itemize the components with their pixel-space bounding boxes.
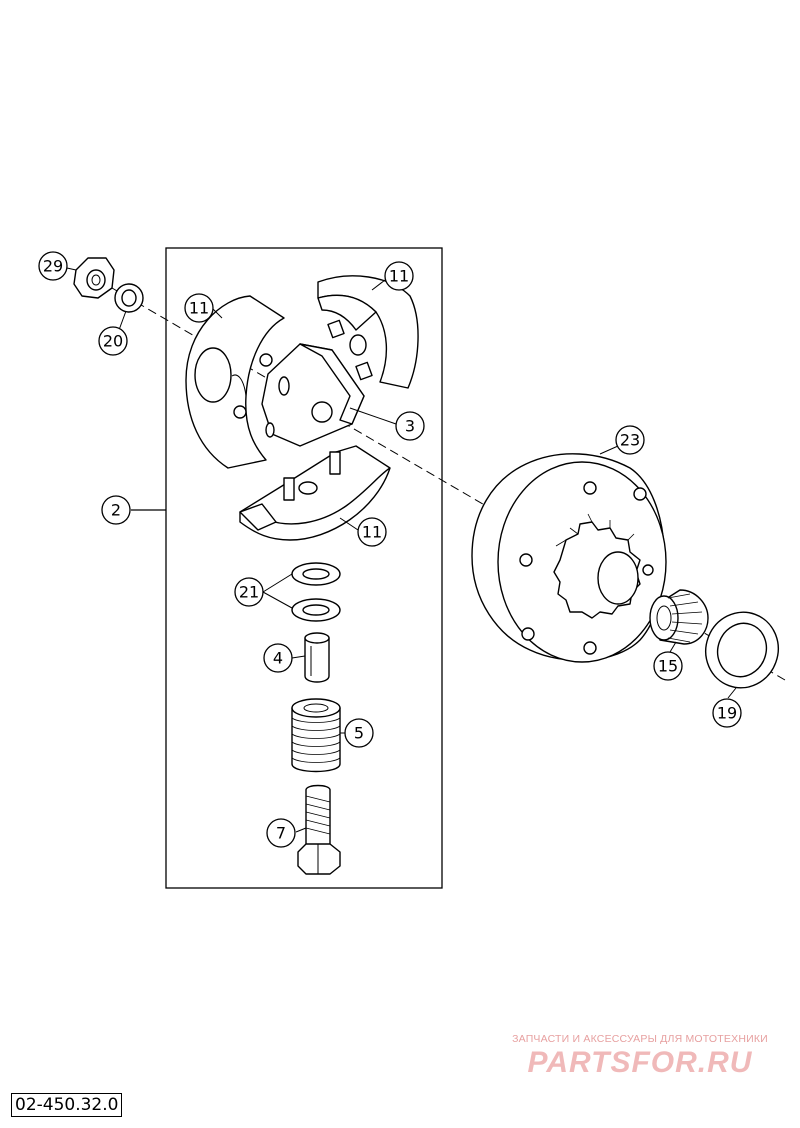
callout-15: 15 <box>653 651 683 681</box>
callout-21: 21 <box>234 577 264 607</box>
washer-part-19 <box>705 611 779 689</box>
clutch-shoe-bottom <box>239 445 391 541</box>
callout-19: 19 <box>712 698 742 728</box>
callout-4-label: 4 <box>273 649 283 668</box>
washer-part-21 <box>291 562 341 622</box>
sleeve-part <box>304 632 330 683</box>
callout-4: 4 <box>263 643 293 673</box>
callout-3: 3 <box>395 411 425 441</box>
callout-11-top-label: 11 <box>389 267 409 286</box>
callout-7: 7 <box>266 818 296 848</box>
leader-lines <box>66 267 737 833</box>
callout-7-label: 7 <box>276 824 286 843</box>
washer-part-20 <box>114 283 144 313</box>
callout-2: 2 <box>101 495 131 525</box>
callout-11-left: 11 <box>184 293 214 323</box>
watermark-brand: PARTSFOR.RU <box>527 1046 753 1079</box>
clutch-drum-part <box>471 453 667 663</box>
assembly-frame <box>165 247 443 889</box>
diagram-code-label: 02-450.32.0 <box>11 1093 123 1117</box>
watermark: ЗАПЧАСТИ И АКСЕССУАРЫ ДЛЯ МОТОТЕХНИКИ PA… <box>485 1033 795 1079</box>
callout-23: 23 <box>615 425 645 455</box>
callout-29: 29 <box>38 251 68 281</box>
clutch-shoe-top-right <box>317 275 419 389</box>
clutch-carrier-part <box>261 343 365 447</box>
callout-11-bottom: 11 <box>357 517 387 547</box>
callout-15-label: 15 <box>658 657 678 676</box>
callout-20-label: 20 <box>103 332 123 351</box>
callout-5: 5 <box>344 718 374 748</box>
callout-5-label: 5 <box>354 724 364 743</box>
callout-19-label: 19 <box>717 704 737 723</box>
callout-23-label: 23 <box>620 431 640 450</box>
callout-11-bottom-label: 11 <box>362 523 382 542</box>
needle-bearing-part <box>649 589 709 645</box>
callout-2-label: 2 <box>111 501 121 520</box>
callout-29-label: 29 <box>43 257 63 276</box>
callout-3-label: 3 <box>405 417 415 436</box>
nut-part <box>73 257 115 299</box>
callout-11-top: 11 <box>384 261 414 291</box>
spring-washer-stack-part <box>291 698 341 773</box>
watermark-tagline: ЗАПЧАСТИ И АКСЕССУАРЫ ДЛЯ МОТОТЕХНИКИ <box>512 1033 768 1045</box>
callout-20: 20 <box>98 326 128 356</box>
clutch-shoe-left <box>185 295 285 469</box>
callout-21-label: 21 <box>239 583 259 602</box>
callout-11-left-label: 11 <box>189 299 209 318</box>
bolt-part <box>297 784 341 875</box>
